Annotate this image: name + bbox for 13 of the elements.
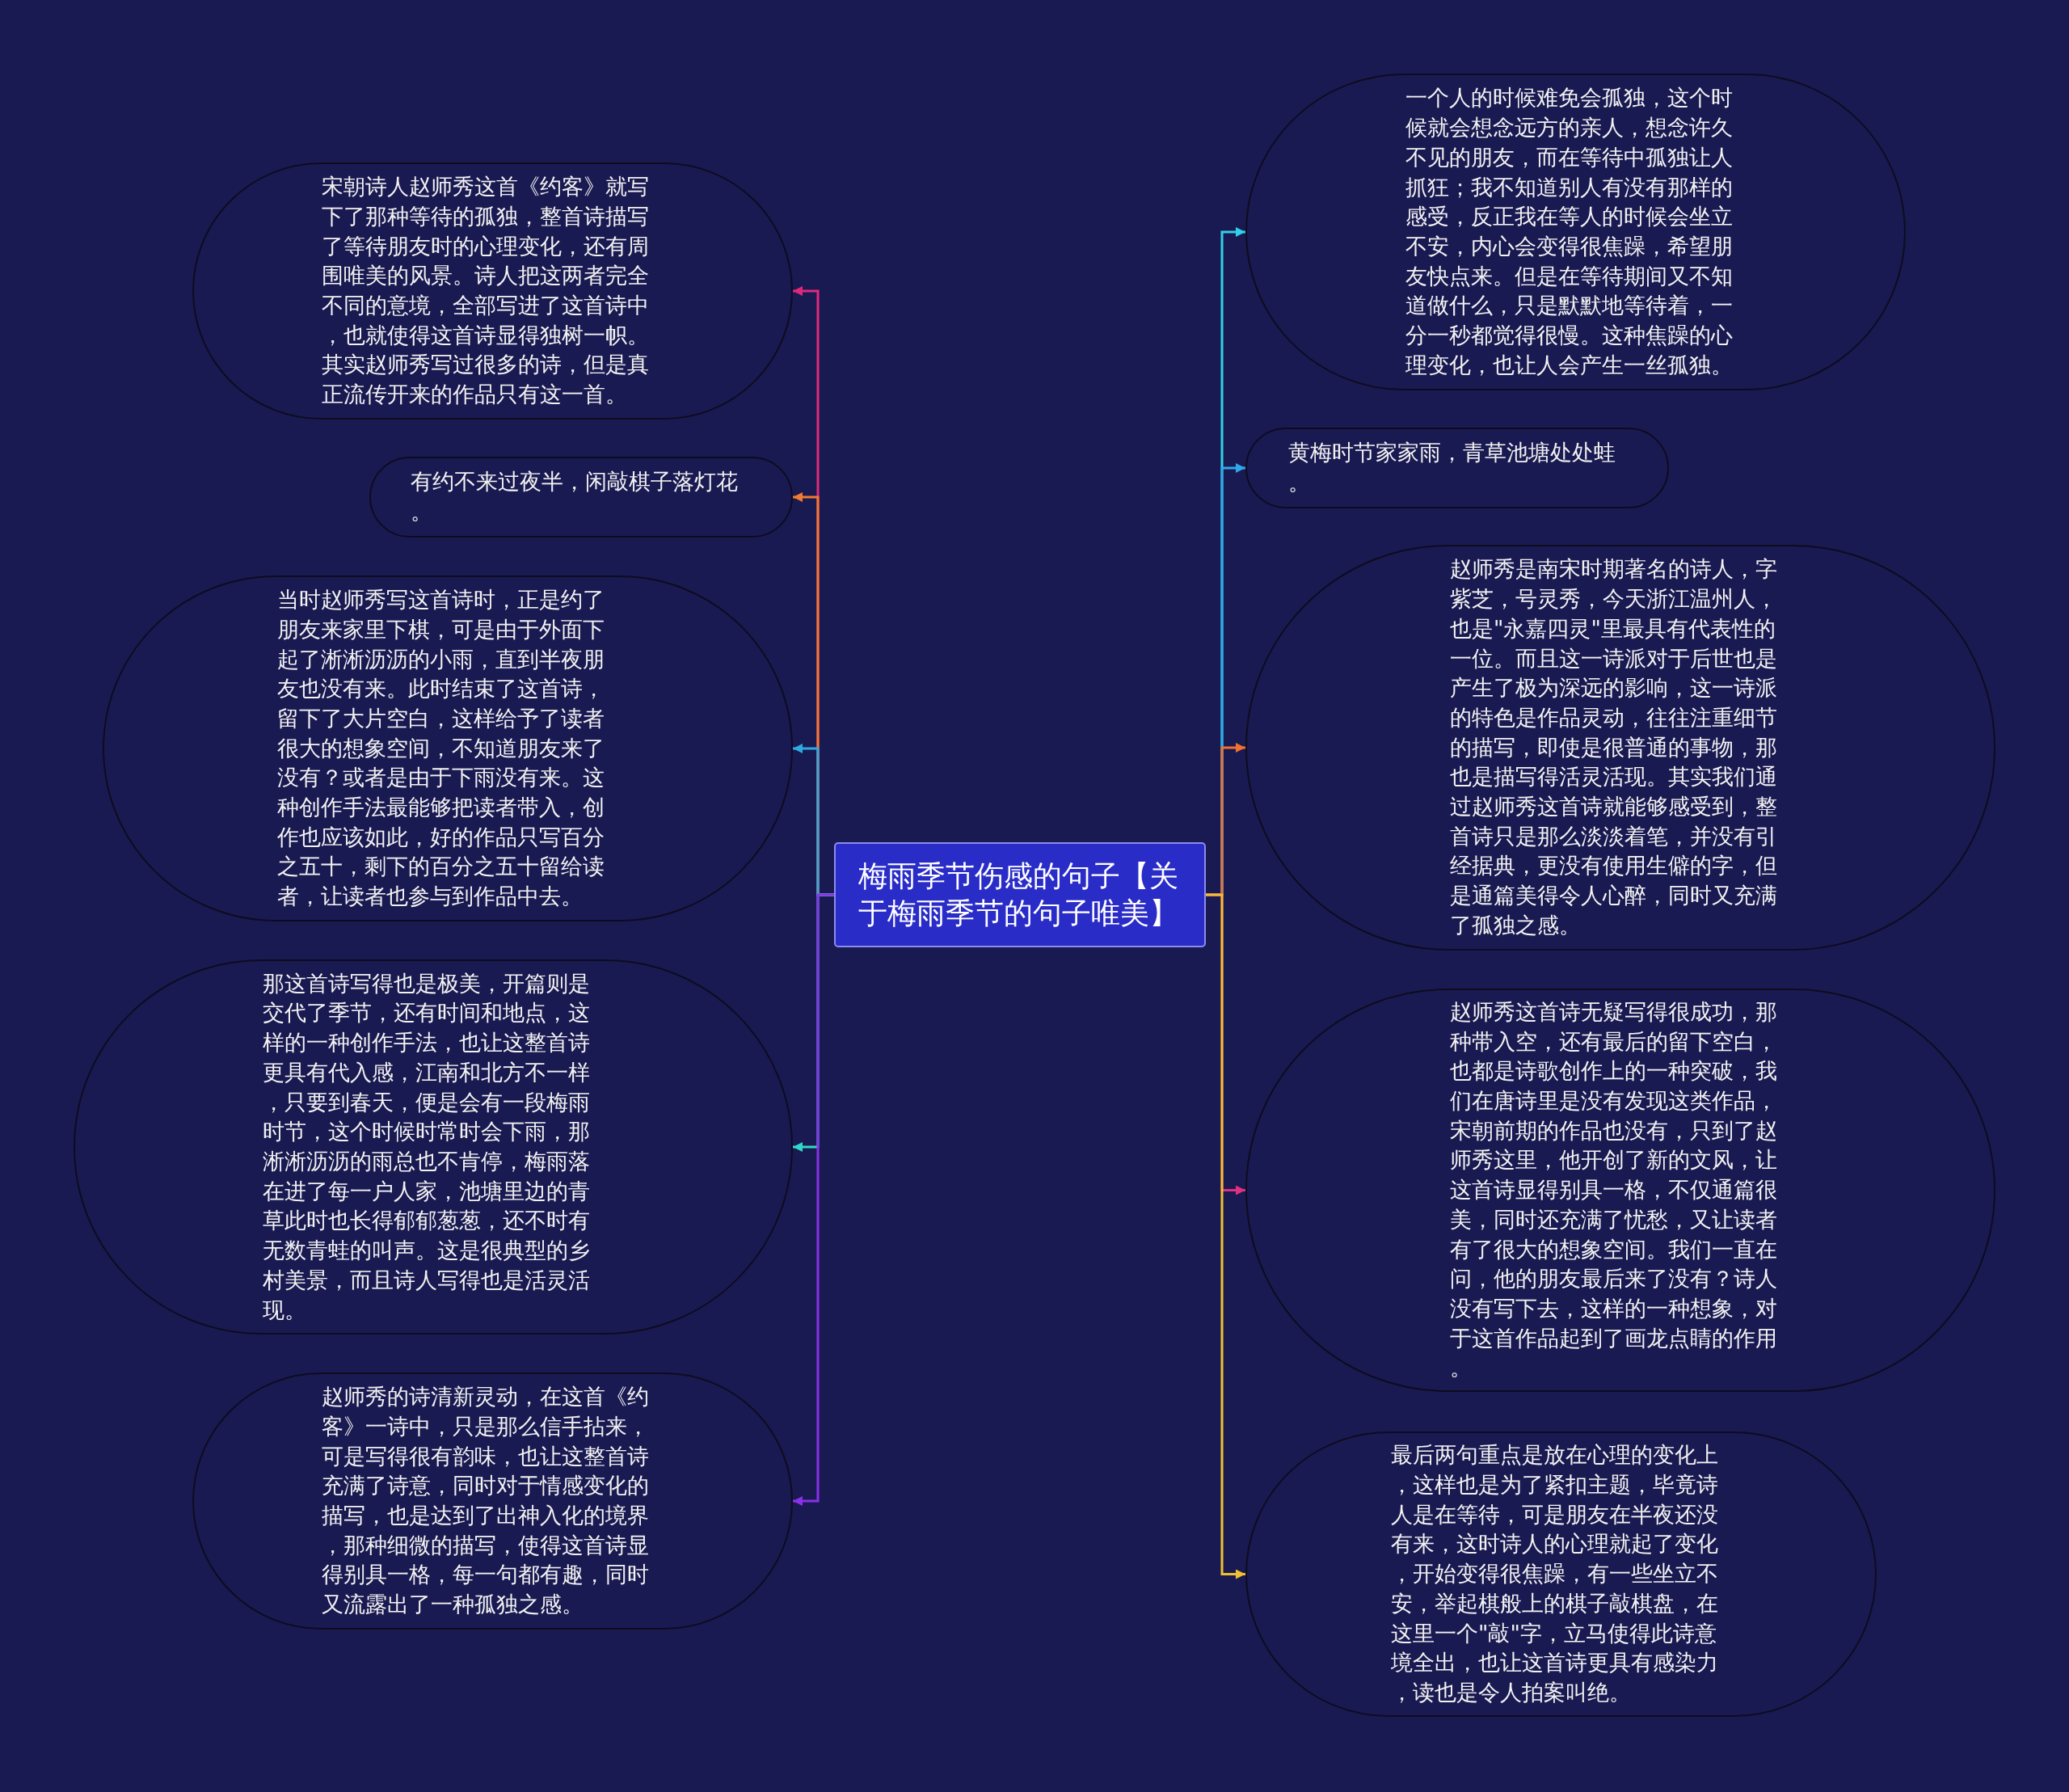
text-bubble: 宋朝诗人赵师秀这首《约客》就写下了那种等待的孤独，整首诗描写了等待朋友时的心理变化，还有周围唯美的风景。诗人把这两者完全不同的意境，全部写进了这首诗中，也就使得这首诗显得独树一帜。其实赵师秀写过很多的诗，但是真正流传开来的作品只有这一首。 (192, 162, 793, 420)
title-box: 梅雨季节伤感的句子【关于梅雨季节的句子唯美】 (834, 842, 1206, 947)
text-bubble: 有约不来过夜半，闲敲棋子落灯花。 (369, 457, 793, 538)
connector-arrow (793, 893, 834, 1506)
connector-arrow (1206, 893, 1245, 1579)
text-bubble: 那这首诗写得也是极美，开篇则是交代了季节，还有时间和地点，这样的一种创作手法，也让这整首诗更具有代入感，江南和北方不一样，只要到春天，便是会有一段梅雨时节，这个时候时常时会下雨，那淅淅沥沥的雨总也不肯停，梅雨落在进了每一户人家，池塘里边的青草此时也长得郁郁葱葱，还不时有无数青蛙的叫声。这是很典型的乡村美景，而且诗人写得也是活灵活现。 (74, 959, 793, 1335)
text-bubble: 一个人的时候难免会孤独，这个时候就会想念远方的亲人，想念许久不见的朋友，而在等待中孤独让人抓狂；我不知道别人有没有那样的感受，反正我在等人的时候会坐立不安，内心会变得很焦躁，希望朋友快点来。但是在等待期间又不知道做什么，只是默默地等待着，一分一秒都觉得很慢。这种焦躁的心理变化，也让人会产生一丝孤独。 (1245, 74, 1906, 390)
text-bubble: 最后两句重点是放在心理的变化上，这样也是为了紧扣主题，毕竟诗人是在等待，可是朋友在半夜还没有来，这时诗人的心理就起了变化，开始变得很焦躁，有一些坐立不安，举起棋般上的棋子敲棋盘，在这里一个"敲"字，立马使得此诗意境全出，也让这首诗更具有感染力，读也是令人拍案叫绝。 (1245, 1431, 1877, 1717)
text-bubble: 当时赵师秀写这首诗时，正是约了朋友来家里下棋，可是由于外面下起了淅淅沥沥的小雨，直到半夜朋友也没有来。此时结束了这首诗，留下了大片空白，这样给予了读者很大的想象空间，不知道朋友来了没有？或者是由于下雨没有来。这种创作手法最能够把读者带入，创作也应该如此，好的作品只写百分之五十，剩下的百分之五十留给读者，让读者也参与到作品中去。 (103, 576, 793, 921)
text-bubble: 赵师秀的诗清新灵动，在这首《约客》一诗中，只是那么信手拈来，可是写得很有韵味，也让这整首诗充满了诗意，同时对于情感变化的描写，也是达到了出神入化的境界，那种细微的描写，使得这首诗显得别具一格，每一句都有趣，同时又流露出了一种孤独之感。 (192, 1372, 793, 1630)
text-bubble: 赵师秀这首诗无疑写得很成功，那种带入空，还有最后的留下空白，也都是诗歌创作上的一种突破，我们在唐诗里是没有发现这类作品，宋朝前期的作品也没有，只到了赵师秀这里，他开创了新的文风，让这首诗显得别具一格，不仅通篇很美，同时还充满了忧愁，又让读者有了很大的想象空间。我们一直在问，他的朋友最后来了没有？诗人没有写下去，这样的一种想象，对于这首作品起到了画龙点睛的作用。 (1245, 989, 1995, 1392)
text-bubble: 黄梅时节家家雨，青草池塘处处蛙。 (1245, 428, 1669, 508)
text-bubble: 赵师秀是南宋时期著名的诗人，字紫芝，号灵秀，今天浙江温州人，也是"永嘉四灵"里最具有代表性的一位。而且这一诗派对于后世也是产生了极为深远的影响，这一诗派的特色是作品灵动，往往注重细节的描写，即使是很普通的事物，那也是描写得活灵活现。其实我们通过赵师秀这首诗就能够感受到，整首诗只是那么淡淡着笔，并没有引经据典，更没有使用生僻的字，但是通篇美得令人心醉，同时又充满了孤独之感。 (1245, 545, 1995, 951)
